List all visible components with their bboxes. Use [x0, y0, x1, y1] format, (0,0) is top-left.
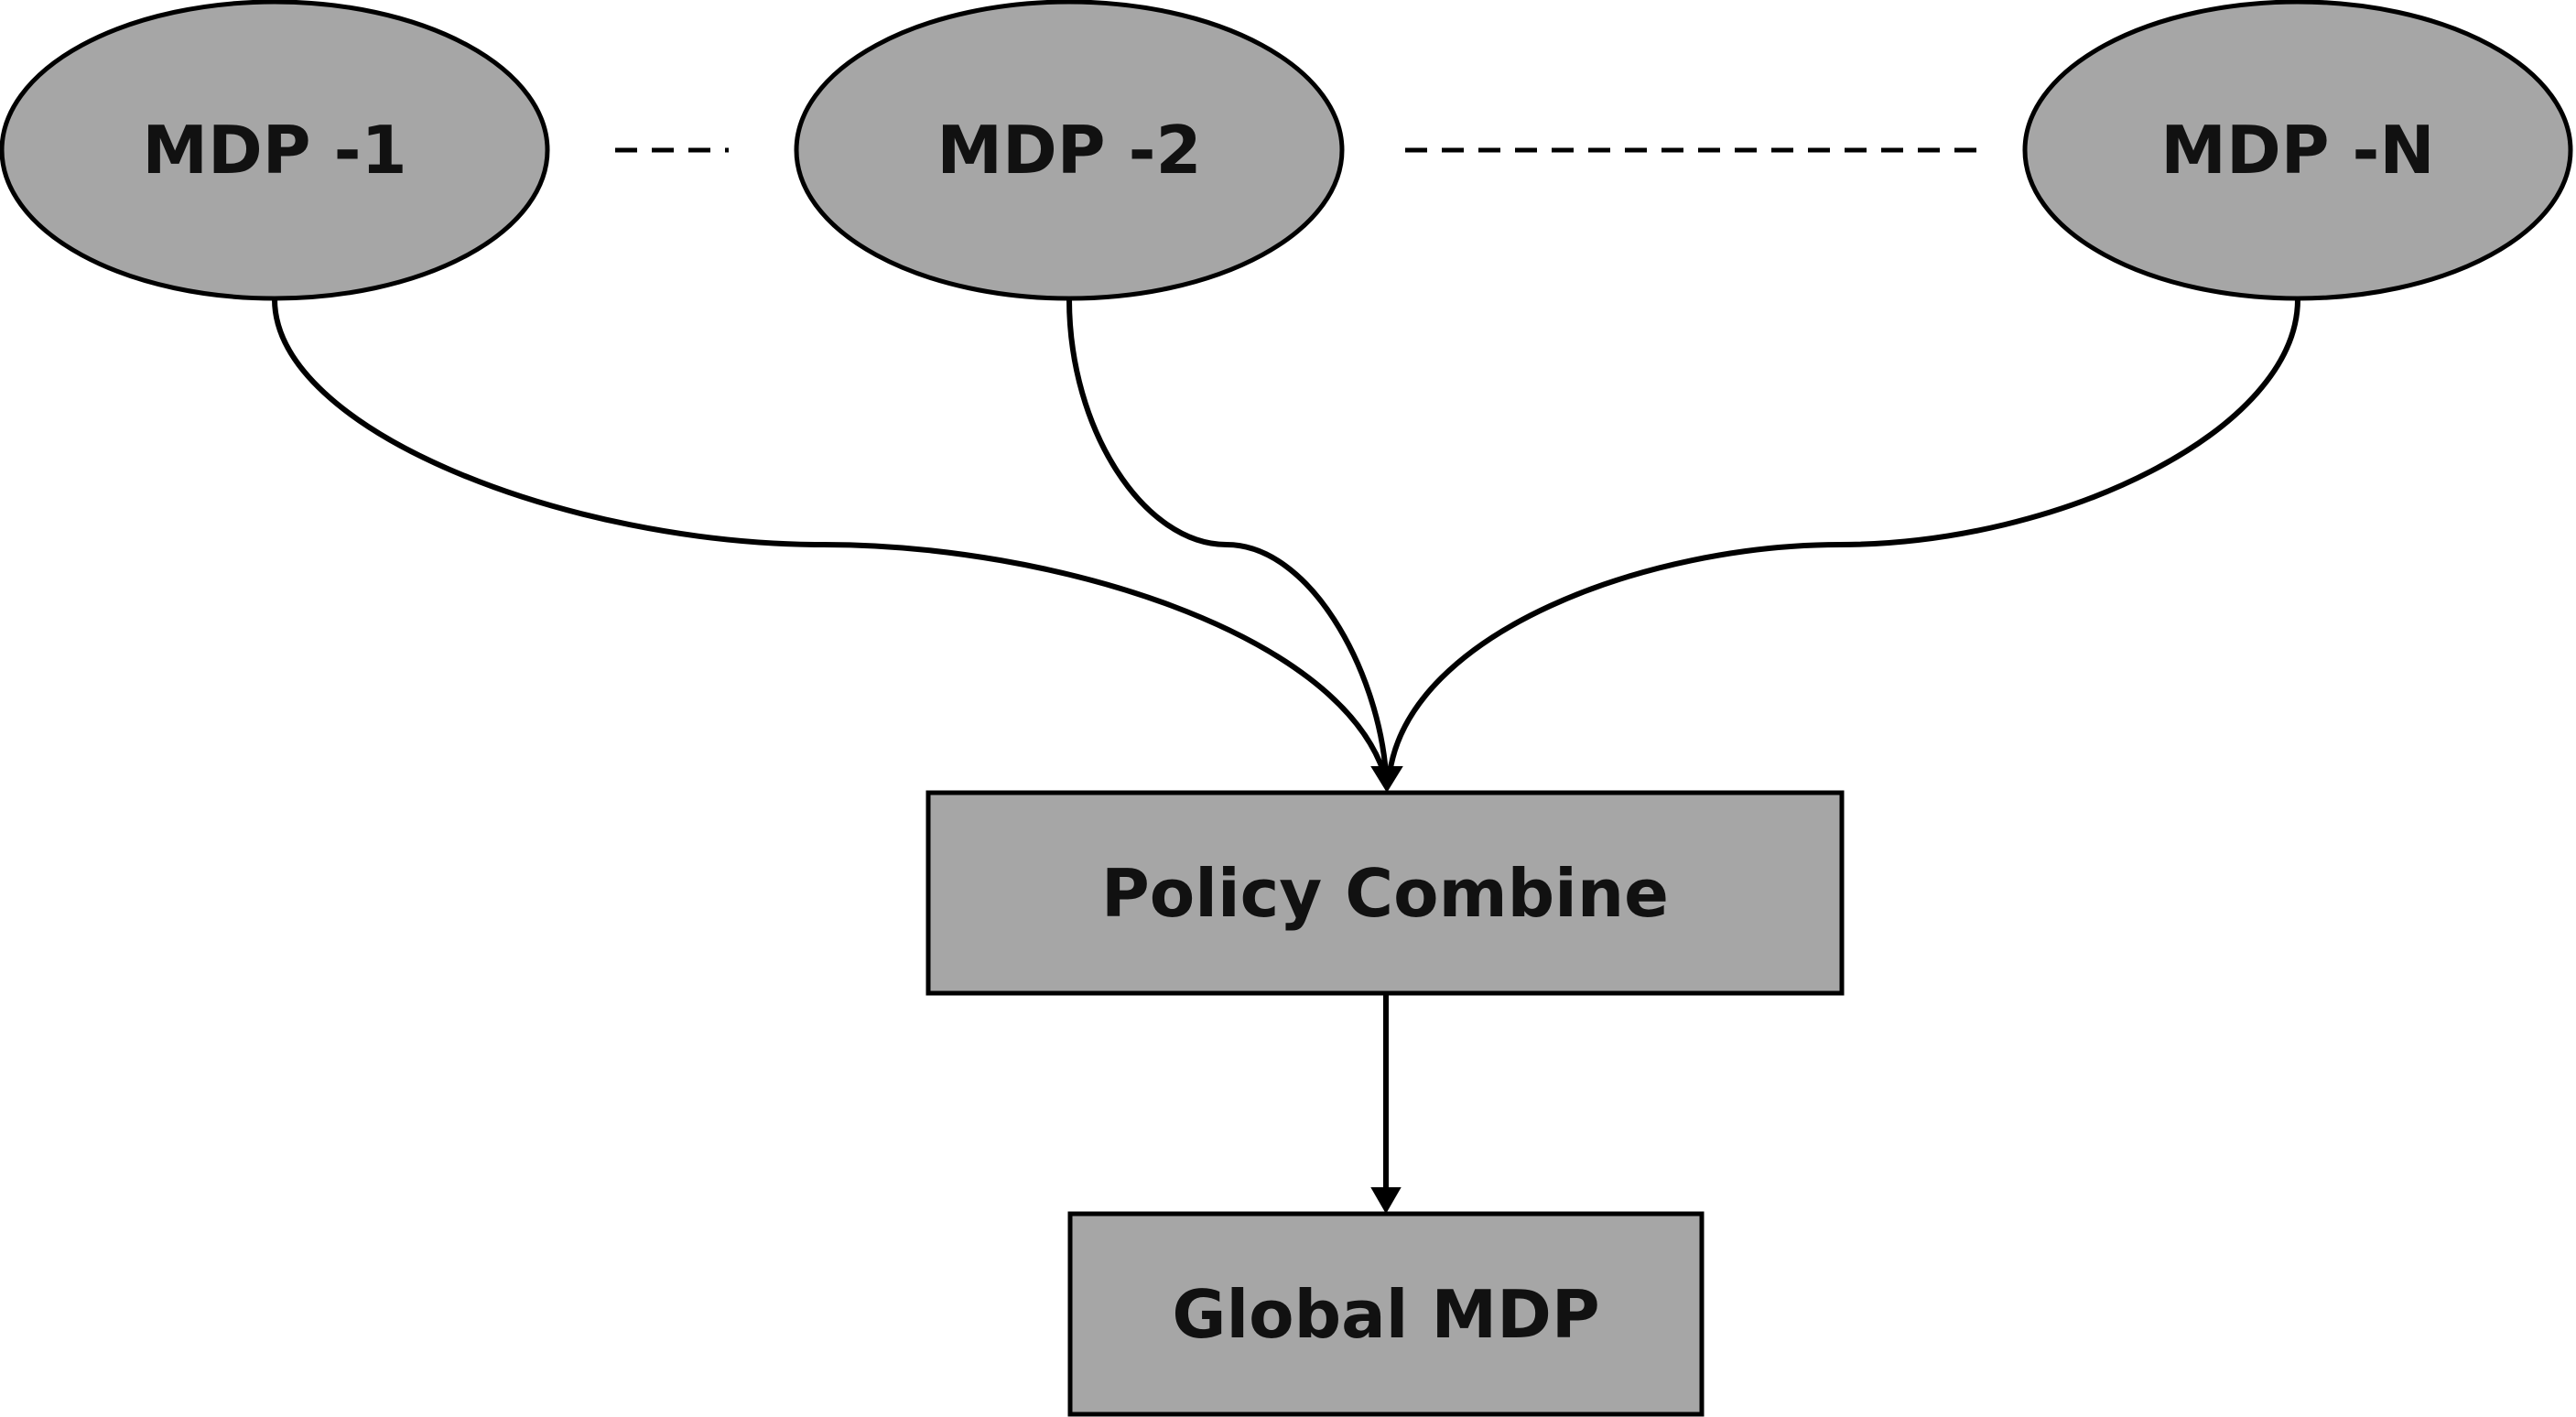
arrowhead-into-global-mdp: [1370, 1187, 1402, 1215]
node-mdp-1[interactable]: MDP -1: [0, 0, 550, 301]
node-mdp-1-label: MDP -1: [142, 112, 406, 189]
node-policy-combine[interactable]: Policy Combine: [925, 790, 1845, 996]
node-mdp-2-label: MDP -2: [936, 112, 1201, 189]
node-policy-combine-label: Policy Combine: [1101, 855, 1669, 932]
arrowhead-into-policy-combine: [1370, 766, 1403, 793]
node-mdp-n[interactable]: MDP -N: [2022, 0, 2573, 301]
edge-mdp-1-to-policy-combine: [272, 298, 1387, 774]
node-global-mdp-shape: [1067, 1211, 1705, 1417]
node-global-mdp[interactable]: Global MDP: [1067, 1211, 1705, 1417]
node-mdp-2-shape: [794, 0, 1345, 301]
node-mdp-2[interactable]: MDP -2: [794, 0, 1345, 301]
node-mdp-n-shape: [2022, 0, 2573, 301]
node-mdp-1-shape: [0, 0, 550, 301]
node-policy-combine-shape: [925, 790, 1845, 996]
edge-mdp-n-to-policy-combine: [1387, 298, 2300, 774]
edge-mdp-2-to-policy-combine: [1066, 298, 1389, 774]
node-global-mdp-label: Global MDP: [1172, 1276, 1599, 1353]
node-mdp-n-label: MDP -N: [2160, 112, 2434, 189]
